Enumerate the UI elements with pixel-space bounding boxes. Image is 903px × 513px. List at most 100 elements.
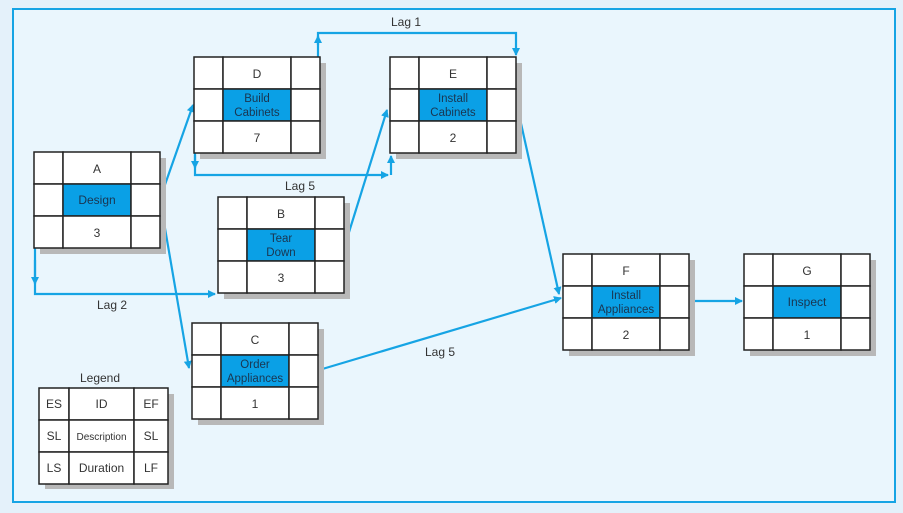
- node-cell: [389, 56, 420, 90]
- node-cell: [217, 260, 248, 294]
- node-cell: [591, 317, 661, 351]
- node-cell: [772, 317, 842, 351]
- node-id: E: [449, 67, 457, 81]
- node-duration: 7: [254, 131, 261, 145]
- node-cell: [217, 196, 248, 230]
- arrow-a-to-d: [159, 104, 195, 197]
- legend-label-duration: Duration: [79, 461, 124, 475]
- node-cell: [743, 317, 774, 351]
- legend-label-ef: EF: [143, 397, 158, 411]
- node-id: F: [622, 264, 629, 278]
- lag-label-d-e-start: Lag 1: [391, 15, 421, 29]
- node-description-line: Appliances: [227, 373, 284, 385]
- node-cell: [840, 317, 871, 351]
- node-cell: [418, 56, 488, 90]
- node-description-line: Build: [244, 93, 270, 105]
- node-cell: [193, 88, 224, 122]
- node-duration: 1: [804, 328, 811, 342]
- node-cell: [659, 253, 690, 287]
- node-cell: [290, 88, 321, 122]
- node-cell: [418, 120, 488, 154]
- legend-label-es: ES: [46, 397, 62, 411]
- legend-label-lf: LF: [144, 461, 158, 475]
- node-cell: [743, 285, 774, 319]
- node-cell: [314, 196, 345, 230]
- node-id: A: [93, 162, 101, 176]
- node-duration: 3: [278, 271, 285, 285]
- node-duration: 3: [94, 226, 101, 240]
- node-cell: [288, 354, 319, 388]
- node-cell: [288, 322, 319, 356]
- legend-label-ls: LS: [47, 461, 62, 475]
- node-description: Design: [78, 193, 115, 207]
- node-cell: [562, 317, 593, 351]
- node-cell: [290, 56, 321, 90]
- lag-label-a-b: Lag 2: [97, 298, 127, 312]
- node-description: Inspect: [788, 295, 827, 309]
- legend-label-sl-finish: SL: [144, 429, 159, 443]
- legend: Legend ES ID EF SL Description SL LS Duration LF: [38, 371, 174, 489]
- node-cell: [772, 285, 842, 319]
- node-cell: [191, 322, 222, 356]
- activity-node-a[interactable]: A Design 3: [33, 151, 166, 254]
- legend-label-description: Description: [76, 432, 126, 443]
- node-cell: [33, 183, 64, 217]
- node-cell: [33, 215, 64, 249]
- node-cell: [840, 285, 871, 319]
- node-description-line: Appliances: [598, 304, 655, 316]
- node-duration: 2: [450, 131, 457, 145]
- node-cell: [743, 253, 774, 287]
- node-cell: [193, 56, 224, 90]
- node-cell: [220, 354, 290, 388]
- activity-node-g[interactable]: G Inspect 1: [743, 253, 876, 356]
- node-description-line: Down: [266, 247, 295, 259]
- node-cell: [486, 120, 517, 154]
- node-cell: [130, 183, 161, 217]
- node-description-line: Order: [240, 359, 270, 371]
- legend-label-id: ID: [96, 397, 108, 411]
- node-description-line: Install: [438, 93, 468, 105]
- node-cell: [130, 215, 161, 249]
- node-cell: [562, 285, 593, 319]
- node-id: G: [802, 264, 811, 278]
- node-cell: [193, 120, 224, 154]
- node-cell: [314, 260, 345, 294]
- node-description-line: Cabinets: [430, 107, 476, 119]
- legend-title: Legend: [80, 371, 120, 385]
- node-cell: [130, 151, 161, 185]
- node-cell: [191, 386, 222, 420]
- node-cell: [288, 386, 319, 420]
- node-duration: 1: [252, 397, 259, 411]
- node-cell: [222, 120, 292, 154]
- node-duration: 2: [623, 328, 630, 342]
- node-cell: [389, 120, 420, 154]
- legend-cell: [68, 451, 135, 485]
- node-cell: [246, 260, 316, 294]
- node-cell: [220, 386, 290, 420]
- node-description-line: Install: [611, 290, 641, 302]
- node-cell: [314, 228, 345, 262]
- node-cell: [191, 354, 222, 388]
- node-cell: [659, 285, 690, 319]
- node-cell: [290, 120, 321, 154]
- node-cell: [562, 253, 593, 287]
- node-cell: [659, 317, 690, 351]
- node-cell: [840, 253, 871, 287]
- legend-label-sl-start: SL: [47, 429, 62, 443]
- arrow-b-to-e: [343, 109, 389, 246]
- node-description-line: Cabinets: [234, 107, 280, 119]
- node-id: C: [251, 333, 260, 347]
- node-cell: [222, 56, 292, 90]
- node-cell: [772, 253, 842, 287]
- node-cell: [217, 228, 248, 262]
- arrow-c-to-f: [318, 296, 562, 372]
- lag-label-d-e-finish: Lag 5: [285, 179, 315, 193]
- node-cell: [486, 56, 517, 90]
- legend-cell: [38, 451, 70, 485]
